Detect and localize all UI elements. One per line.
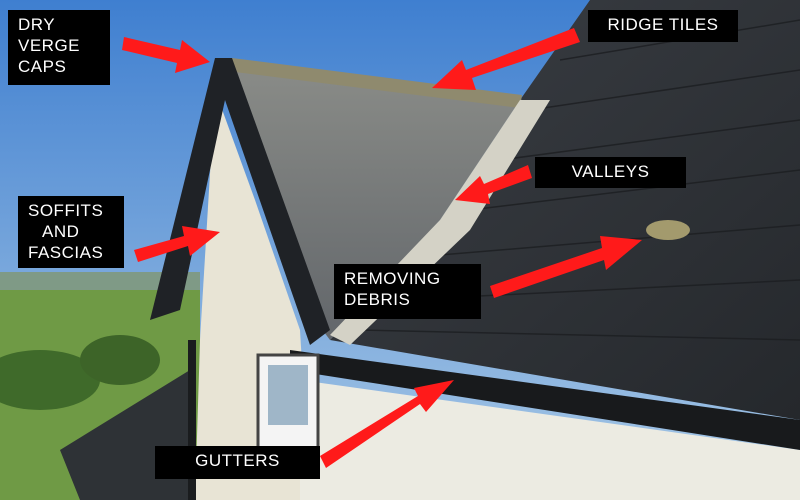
label-valleys: VALLEYS [535,157,686,188]
hills [0,272,200,292]
fascia [150,58,330,345]
gutter [290,350,800,450]
debris [646,220,690,240]
label-gutters: GUTTERS [155,446,320,479]
downpipe [188,340,196,500]
arrow-gutters [320,380,454,468]
arrow-valleys [455,165,532,204]
label-dry-verge-caps: DRY VERGE CAPS [8,10,110,85]
arrow-soffits [134,226,220,262]
label-line: VERGE [18,36,81,55]
label-line: VALLEYS [571,162,650,181]
label-line: FASCIAS [28,243,104,262]
arrow-ridge [432,28,580,90]
label-line: RIDGE TILES [607,15,719,34]
label-ridge-tiles: RIDGE TILES [588,10,738,42]
label-soffits-and-fascias: SOFFITS AND FASCIAS [18,196,124,268]
arrow-debris [490,236,642,298]
label-removing-debris: REMOVING DEBRIS [334,264,481,319]
label-line: DRY [18,15,56,34]
arrow-dry-verge [122,37,210,73]
label-line: DEBRIS [344,290,411,309]
label-line: CAPS [18,57,67,76]
ridge [232,58,522,108]
label-line: GUTTERS [195,451,280,470]
label-line: REMOVING [344,269,441,288]
label-line: AND [42,222,80,241]
arrows [122,28,642,468]
label-line: SOFFITS [28,201,104,220]
